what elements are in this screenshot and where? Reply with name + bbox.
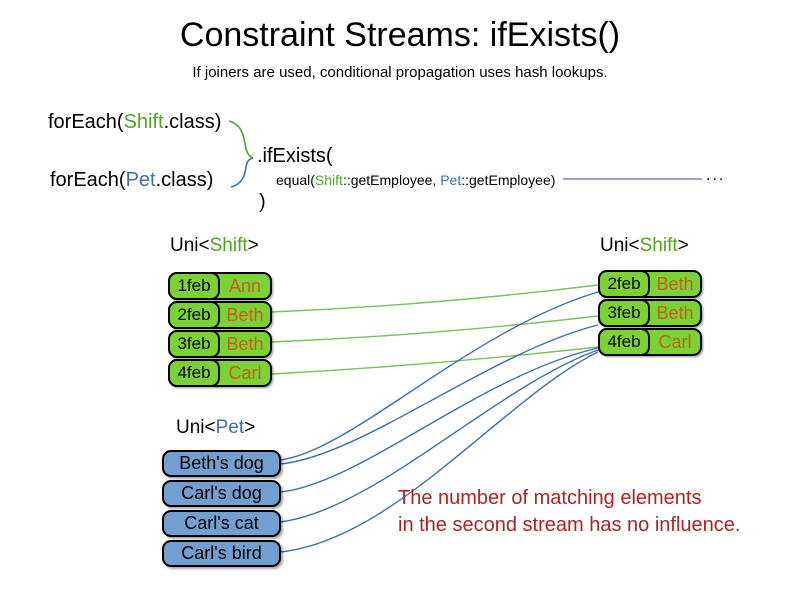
table-row: Beth's dog [162, 450, 281, 477]
code-equal-joiner: equal(Shift::getEmployee, Pet::getEmploy… [276, 172, 555, 188]
table-row: 4feb Carl [598, 328, 702, 356]
code-foreach-pet: forEach(Pet.class) [50, 169, 213, 192]
code-close-paren: ) [259, 191, 266, 213]
shift-employee-cell: Carl [228, 362, 262, 383]
label-text: Uni< [170, 235, 210, 256]
code-shift-token: Shift [314, 172, 343, 188]
page-title: Constraint Streams: ifExists() [179, 16, 621, 54]
label-text: > [247, 235, 259, 256]
shift-employee-cell: Ann [228, 275, 262, 296]
shift-date-cell: 2feb [168, 301, 220, 329]
pet-table-label: Uni<Pet> [176, 417, 255, 439]
brace-connector-shift [228, 120, 254, 159]
pet-match-beths-dog-2feb [279, 291, 599, 461]
table-row: Carl's dog [162, 480, 281, 507]
match-line-3feb [271, 315, 599, 343]
code-ellipsis: ... [706, 167, 726, 184]
shift-date-cell: 4feb [168, 359, 220, 387]
note-line: in the second stream has no influence. [398, 514, 741, 536]
code-shift-token: Shift [123, 111, 164, 133]
shift-employee-cell: Beth [656, 302, 694, 323]
table-row: 3feb Beth [598, 299, 702, 327]
label-shift-token: Shift [209, 235, 248, 256]
code-pet-token: Pet [440, 172, 462, 188]
shift-date-cell: 3feb [598, 299, 650, 327]
shift-employee-cell: Carl [658, 331, 692, 352]
shift-date-cell: 1feb [168, 272, 220, 300]
influence-note: The number of matching elements in the s… [398, 485, 740, 539]
left-shift-table-label: Uni<Shift> [170, 235, 259, 257]
label-pet-token: Pet [215, 417, 245, 438]
label-text: Uni< [600, 235, 640, 256]
code-text: equal( [276, 172, 315, 188]
left-shift-table: 1feb Ann 2feb Beth 3feb Beth 4feb Carl [168, 272, 272, 387]
code-text: .class) [155, 169, 214, 191]
pet-match-carls-cat-4feb [279, 349, 599, 523]
code-text: .class) [163, 111, 222, 133]
shift-employee-cell: Beth [656, 273, 694, 294]
note-line: The number of matching elements [398, 487, 702, 509]
shift-employee-cell: Beth [226, 333, 264, 354]
code-text: forEach( [50, 169, 126, 191]
table-row: 1feb Ann [168, 272, 272, 300]
shift-date-cell: 2feb [598, 270, 650, 298]
right-shift-table-label: Uni<Shift> [600, 235, 689, 257]
pet-match-carls-dog-4feb [279, 347, 599, 493]
table-row: Carl's cat [162, 510, 281, 537]
brace-connector-pet [230, 157, 254, 188]
code-pet-token: Pet [125, 169, 156, 191]
label-text: Uni< [176, 417, 216, 438]
label-shift-token: Shift [639, 235, 678, 256]
shift-date-cell: 4feb [598, 328, 650, 356]
table-row: 4feb Carl [168, 359, 272, 387]
table-row: 2feb Beth [598, 270, 702, 298]
right-shift-table: 2feb Beth 3feb Beth 4feb Carl [598, 270, 702, 356]
code-text: ::getEmployee, [342, 172, 441, 188]
pet-match-beths-dog-3feb [279, 324, 599, 465]
code-ifexists: .ifExists( [257, 145, 333, 167]
match-line-4feb [271, 346, 599, 375]
table-row: 3feb Beth [168, 330, 272, 358]
label-text: > [677, 235, 689, 256]
shift-date-cell: 3feb [168, 330, 220, 358]
pet-table: Beth's dog Carl's dog Carl's cat Carl's … [162, 450, 281, 567]
code-foreach-shift: forEach(Shift.class) [48, 111, 221, 134]
table-row: Carl's bird [162, 540, 281, 567]
shift-employee-cell: Beth [226, 304, 264, 325]
pet-match-carls-bird-4feb [279, 351, 599, 553]
code-text: ::getEmployee) [461, 172, 556, 188]
label-text: > [244, 417, 256, 438]
slide-subtitle: If joiners are used, conditional propaga… [192, 64, 608, 81]
code-text: forEach( [48, 111, 124, 133]
match-line-2feb [271, 284, 599, 313]
table-row: 2feb Beth [168, 301, 272, 329]
